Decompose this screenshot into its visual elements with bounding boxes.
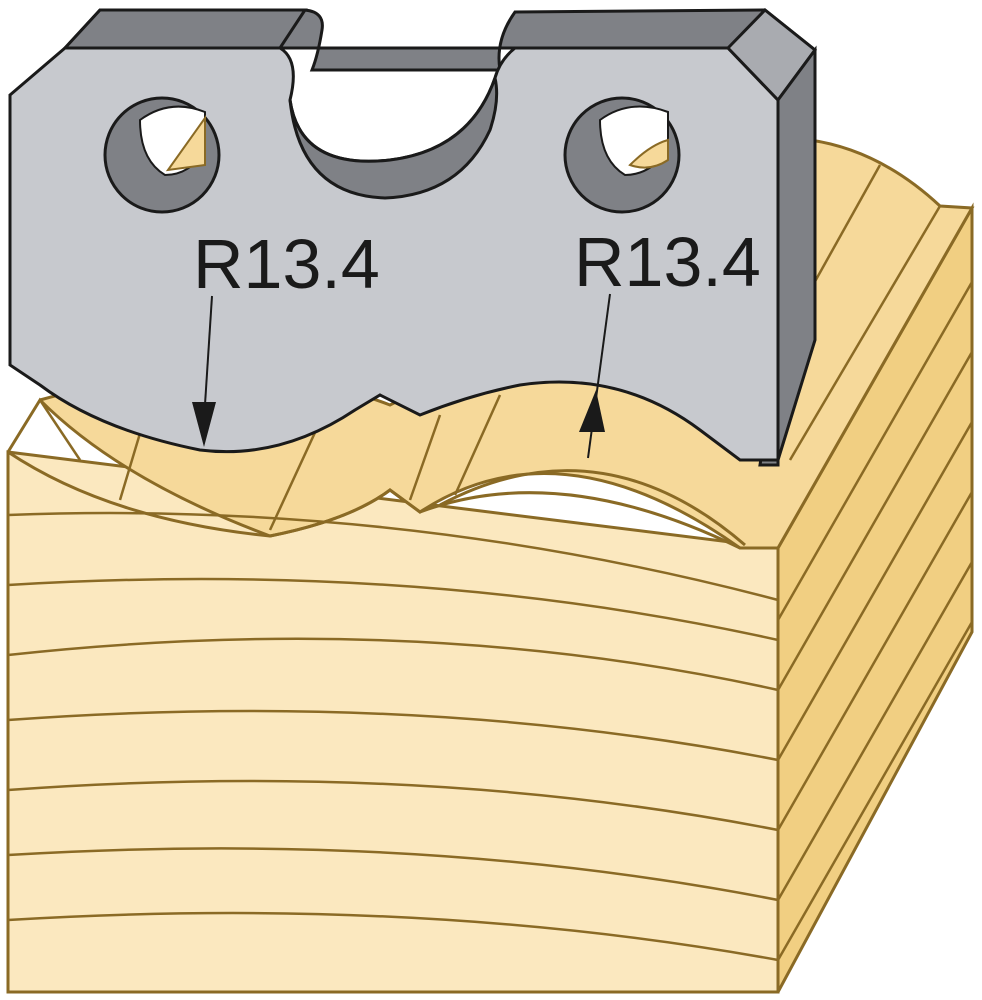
left-radius-label: R13.4 xyxy=(193,225,380,303)
grain-line xyxy=(7,779,779,832)
wood-front-face xyxy=(6,450,780,994)
grain-line xyxy=(776,351,974,691)
grain-line xyxy=(7,709,779,762)
right-radius-dimension: R13.4 xyxy=(574,223,761,459)
dimension-arrow-icon xyxy=(203,295,213,421)
grain-line xyxy=(7,577,779,642)
grain-line xyxy=(776,561,974,901)
grain-line xyxy=(788,205,942,461)
knife-cove-side xyxy=(288,72,499,200)
wood-cove-edge-left xyxy=(7,450,741,550)
grain-line xyxy=(7,511,779,602)
right-radius-label: R13.4 xyxy=(574,223,761,301)
grain-line xyxy=(776,281,974,621)
knife-right-side xyxy=(776,45,817,461)
grain-line xyxy=(776,421,974,761)
arrowhead xyxy=(192,402,216,447)
grain-line xyxy=(38,399,82,461)
left-radius-dimension: R13.4 xyxy=(192,225,380,447)
right-mounting-hole xyxy=(563,96,681,214)
knife-left-bevel xyxy=(61,8,308,50)
grain-line xyxy=(7,847,779,902)
grain-line xyxy=(7,637,779,692)
left-mounting-hole xyxy=(103,96,221,214)
profile-knife-icon xyxy=(8,7,818,467)
arrowhead xyxy=(579,390,605,432)
grain-line xyxy=(7,911,779,962)
grain-line xyxy=(776,621,974,961)
grain-line xyxy=(408,414,442,501)
grain-line xyxy=(776,491,974,831)
wood-bead-edge-right xyxy=(439,469,746,547)
grain-line xyxy=(453,394,502,496)
